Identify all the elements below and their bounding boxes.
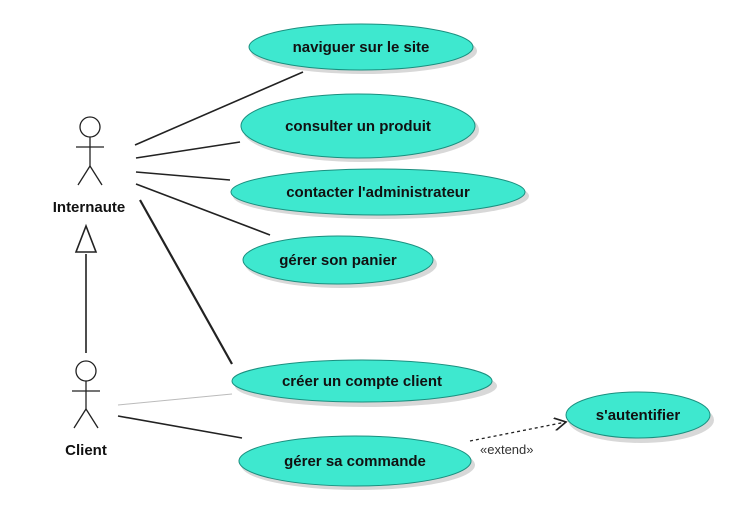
use-case-authentifier[interactable]: s'autentifier bbox=[565, 391, 714, 443]
use-case-naviguer[interactable]: naviguer sur le site bbox=[248, 23, 477, 74]
use-case-label: consulter un produit bbox=[285, 118, 431, 135]
assoc-internaute-contacter bbox=[135, 171, 231, 181]
extend-relation: «extend» bbox=[469, 422, 566, 457]
actor-head bbox=[79, 116, 101, 138]
assoc-internaute-compte bbox=[139, 199, 233, 365]
assoc-internaute-panier bbox=[135, 183, 271, 236]
use-case-panier[interactable]: gérer son panier bbox=[242, 235, 437, 288]
actor-internaute[interactable] bbox=[76, 116, 104, 186]
use-case-contacter[interactable]: contacter l'administrateur bbox=[230, 168, 529, 219]
use-case-compte[interactable]: créer un compte client bbox=[231, 359, 497, 407]
use-case-label: créer un compte client bbox=[282, 373, 442, 390]
generalization-triangle bbox=[74, 223, 98, 253]
actor-internaute-label: Internaute bbox=[53, 199, 126, 216]
assoc-internaute-consulter bbox=[135, 141, 241, 159]
extend-label: «extend» bbox=[480, 442, 534, 457]
use-case-label: gérer son panier bbox=[279, 252, 397, 269]
use-case-commande[interactable]: gérer sa commande bbox=[238, 435, 475, 490]
use-case-label: s'autentifier bbox=[596, 407, 681, 424]
association-lines bbox=[117, 71, 304, 439]
use-case-label: naviguer sur le site bbox=[293, 39, 430, 56]
actor-head bbox=[75, 360, 97, 382]
assoc-client-commande bbox=[117, 415, 243, 439]
actor-client[interactable] bbox=[72, 360, 100, 429]
actor-client-label: Client bbox=[65, 442, 107, 459]
generalization bbox=[74, 223, 98, 353]
assoc-client-compte bbox=[117, 393, 233, 406]
use-case-consulter[interactable]: consulter un produit bbox=[240, 93, 479, 162]
use-case-label: gérer sa commande bbox=[284, 453, 426, 470]
assoc-internaute-naviguer bbox=[134, 71, 304, 146]
use-case-label: contacter l'administrateur bbox=[286, 184, 470, 201]
